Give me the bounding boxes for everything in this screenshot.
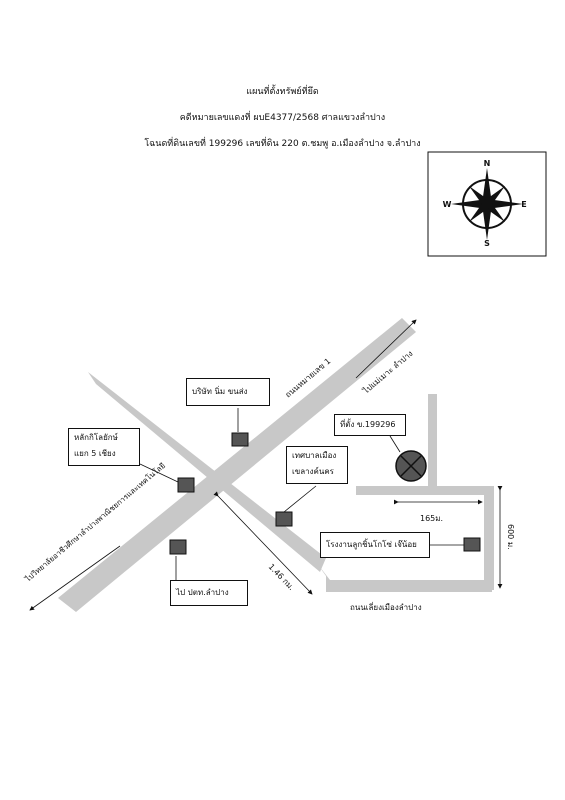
- landmark-km-marker: [177, 477, 195, 493]
- label-site: ที่ตั้ง ข.199296: [334, 414, 406, 436]
- compass-s: S: [484, 239, 490, 248]
- compass-e: E: [521, 200, 526, 209]
- km-marker-line2: แยก 5 เชียง: [74, 449, 116, 458]
- post-name: ไป ปตท.ลำปาง: [176, 588, 229, 597]
- factory-name: โรงงานลูกชิ้นโกโซ่ เจ๊น้อย: [326, 540, 417, 549]
- road-highway1: [58, 318, 416, 612]
- landmark-municipality: [275, 511, 293, 527]
- distance-3: 600 ม.: [506, 524, 515, 550]
- pointer-municipality: [283, 485, 317, 513]
- distance-2: 165ม.: [420, 514, 443, 523]
- compass-w: W: [443, 200, 452, 209]
- label-company: บริษัท นิ่ม ขนส่ง: [186, 378, 270, 406]
- municipality-line1: เทศบาลเมือง: [292, 451, 337, 460]
- km-marker-line1: หลักกิโลยักษ์: [74, 433, 118, 442]
- label-km-marker: หลักกิโลยักษ์ แยก 5 เชียง: [68, 428, 140, 466]
- pointer-km: [139, 463, 179, 483]
- compass-n: N: [484, 159, 491, 168]
- municipality-line2: เขลางค์นคร: [292, 467, 334, 476]
- road-east-vertical: [484, 486, 494, 590]
- case-number: คดีหมายเลขแดงที่ ผบE4377/2568 ศาลแขวงลำป…: [179, 113, 386, 123]
- label-factory: โรงงานลูกชิ้นโกโซ่ เจ๊น้อย: [320, 532, 430, 558]
- landmark-company: [231, 432, 249, 447]
- compass-rose-icon: [451, 168, 523, 240]
- road-bypass: [316, 562, 492, 592]
- arrow-to-ngao: [355, 319, 417, 379]
- label-post: ไป ปตท.ลำปาง: [170, 580, 248, 606]
- road-to-tech-label: ไปวิทยาลัยอาชีวศึกษาลำปางพาณิชยการและเทค…: [23, 461, 167, 584]
- dist-arrow-1: [213, 491, 313, 595]
- site-marker-icon: [395, 450, 427, 482]
- landmark-factory: [463, 537, 481, 552]
- road-site-vertical: [428, 394, 437, 486]
- pointer-site: [389, 435, 401, 453]
- label-municipality: เทศบาลเมือง เขลางค์นคร: [286, 446, 348, 484]
- landmark-post: [169, 539, 187, 555]
- map-title: แผนที่ตั้งทรัพย์ที่ยึด: [246, 87, 319, 97]
- road-bypass-label: ถนนเลี่ยงเมืองลำปาง: [350, 601, 422, 612]
- arrow-to-tech: [29, 545, 121, 611]
- site-name: ที่ตั้ง ข.199296: [340, 420, 396, 429]
- company-name: บริษัท นิ่ม ขนส่ง: [192, 387, 248, 396]
- deed-info: โฉนดที่ดินเลขที่ 199296 เลขที่ดิน 220 ต.…: [144, 139, 421, 149]
- road-site-horizontal: [356, 486, 494, 495]
- distance-1: 1.46 กม.: [267, 562, 296, 592]
